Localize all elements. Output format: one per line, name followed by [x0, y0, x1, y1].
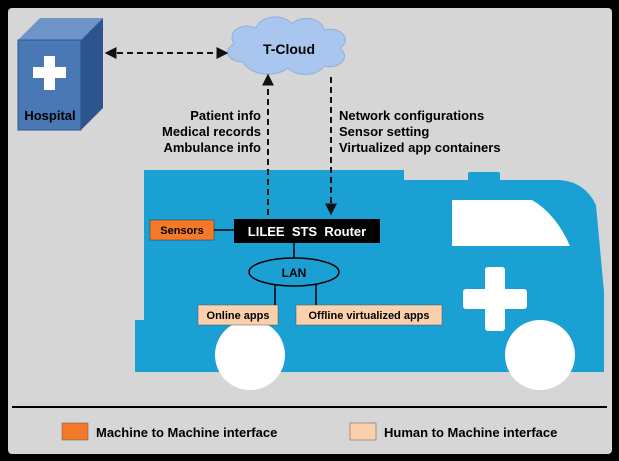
uplink-label: Patient info [190, 108, 261, 123]
legend: Machine to Machine interface Human to Ma… [61, 422, 557, 441]
router-box [234, 219, 380, 243]
sensors-label: Sensors [160, 225, 203, 237]
legend-swatch-m2m [61, 422, 89, 441]
hospital-icon: Hospital [17, 18, 103, 131]
online-apps-label: Online apps [207, 310, 270, 322]
ambulance-shape [135, 170, 604, 390]
uplink-labels: Patient info Medical records Ambulance i… [162, 108, 261, 155]
offline-apps-label: Offline virtualized apps [308, 310, 429, 322]
downlink-label: Sensor setting [339, 124, 429, 139]
front-wheel [505, 320, 575, 390]
uplink-label: Medical records [162, 124, 261, 139]
lan-ellipse [248, 257, 340, 287]
legend-label-m2m: Machine to Machine interface [96, 425, 277, 440]
hospital-cross-icon [33, 56, 66, 90]
legend-swatch-h2m [349, 422, 377, 441]
ambulance-cross-icon [463, 267, 527, 331]
router-label: LILEE STS Router [248, 224, 366, 239]
legend-label-h2m: Human to Machine interface [384, 425, 557, 440]
ambulance-roof-light [468, 172, 500, 182]
rear-wheel [215, 320, 285, 390]
uplink-label: Ambulance info [163, 140, 261, 155]
downlink-labels: Network configurations Sensor setting Vi… [339, 108, 501, 155]
downlink-label: Network configurations [339, 108, 484, 123]
online-apps-box [197, 304, 279, 326]
sensors-box [149, 219, 215, 241]
hospital-label: Hospital [24, 108, 75, 123]
ambulance-window [452, 200, 570, 246]
downlink-label: Virtualized app containers [339, 140, 501, 155]
lan-label: LAN [282, 266, 307, 280]
offline-apps-box [295, 304, 443, 326]
cloud-label: T-Cloud [263, 41, 315, 57]
t-cloud: T-Cloud [227, 16, 346, 75]
